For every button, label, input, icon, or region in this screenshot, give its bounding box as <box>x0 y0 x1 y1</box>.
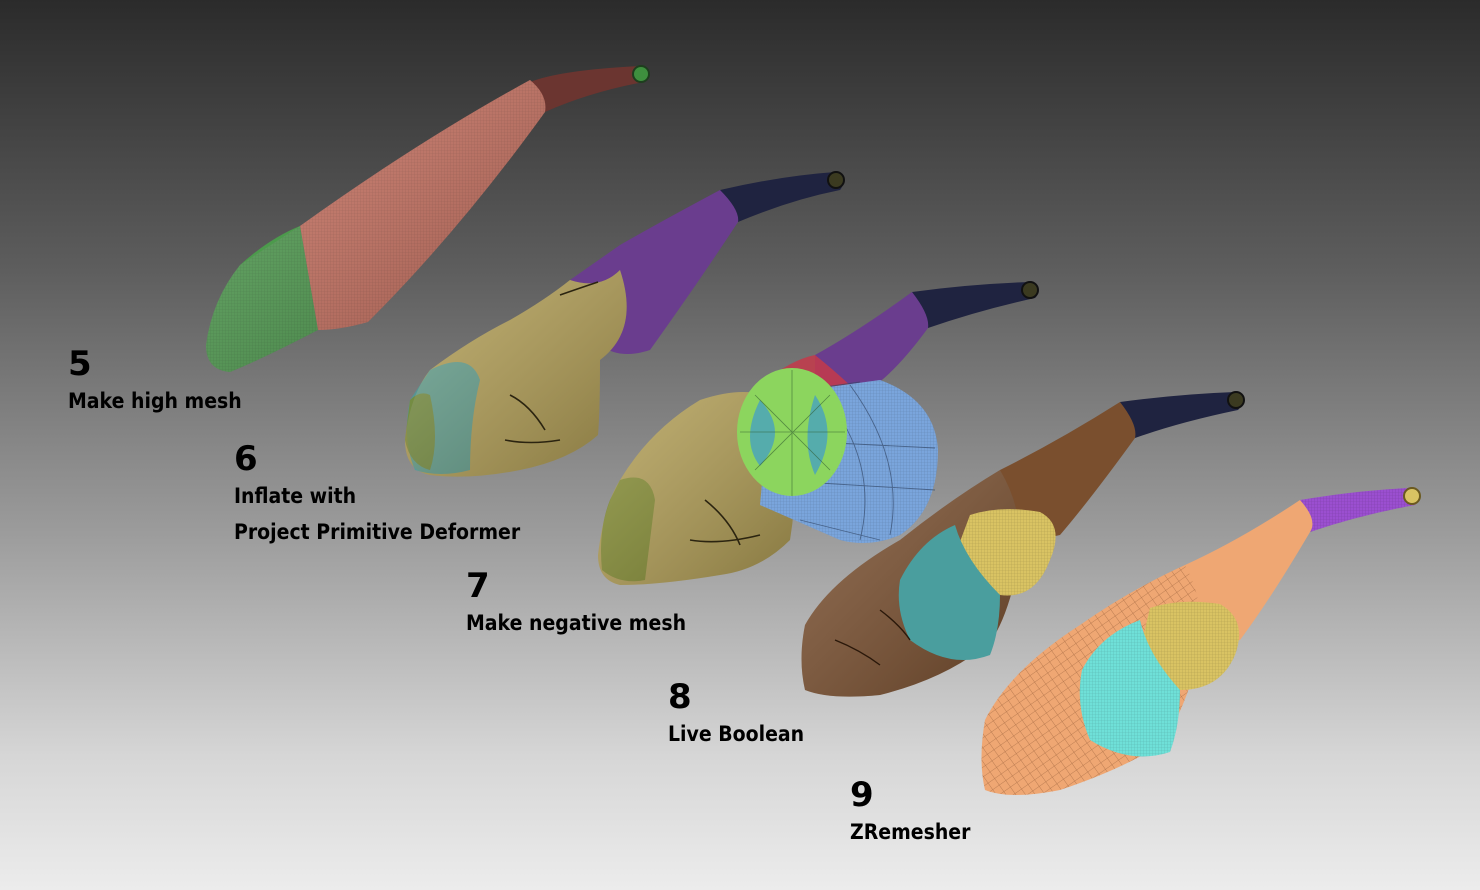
model-8-live-boolean <box>801 391 1245 697</box>
step-caption: Inflate with <box>234 484 357 508</box>
step-6-label: 6 Inflate with Project Primitive Deforme… <box>234 440 552 550</box>
step-caption: Live Boolean <box>668 722 805 746</box>
step-9-label: 9 ZRemesher <box>850 776 984 850</box>
step-7-label: 7 Make negative mesh <box>466 567 710 641</box>
step-number: 7 <box>466 566 490 606</box>
step-number: 9 <box>850 775 874 815</box>
step-number: 5 <box>68 344 92 384</box>
step-caption: Project Primitive Deformer <box>234 520 521 544</box>
model-6-inflated <box>405 171 845 477</box>
step-number: 8 <box>668 677 692 717</box>
step-caption: ZRemesher <box>850 820 971 844</box>
step-caption: Make high mesh <box>68 389 242 413</box>
step-caption: Make negative mesh <box>466 611 687 635</box>
step-5-label: 5 Make high mesh <box>68 345 261 419</box>
model-5-high-mesh <box>206 65 650 372</box>
step-8-label: 8 Live Boolean <box>668 678 819 752</box>
model-9-zremesher <box>981 487 1421 795</box>
step-number: 6 <box>234 439 258 479</box>
model-7-negative-mesh <box>598 281 1039 585</box>
